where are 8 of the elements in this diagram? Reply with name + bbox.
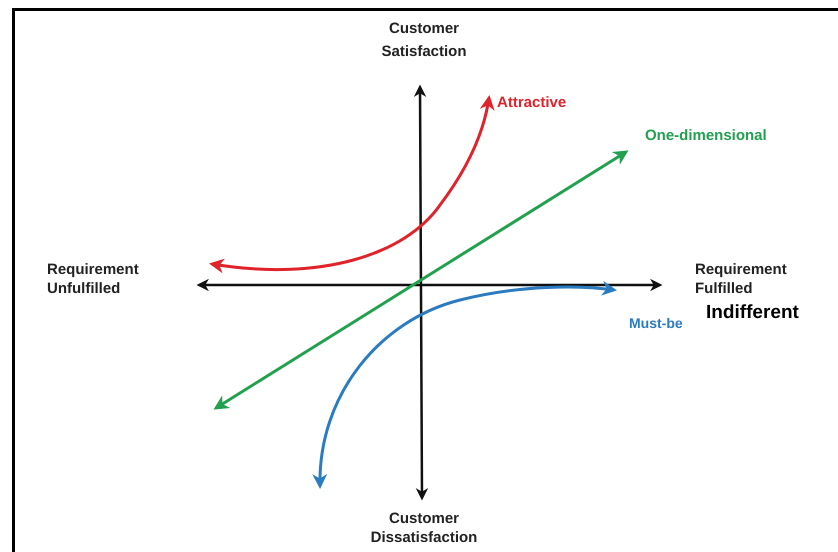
axis-label: Customer Dissatisfaction (370, 509, 478, 547)
curve-label: One-dimensional (645, 126, 767, 146)
axis-label: Customer Satisfaction (380, 19, 468, 62)
curve-label: Attractive (497, 93, 566, 113)
axis-label: Requirement Unfulfilled (47, 260, 140, 298)
curve-label: Indifferent (706, 301, 799, 325)
axis-label: Requirement Fulfilled (695, 260, 788, 298)
curve-label: Must-be (629, 314, 683, 333)
